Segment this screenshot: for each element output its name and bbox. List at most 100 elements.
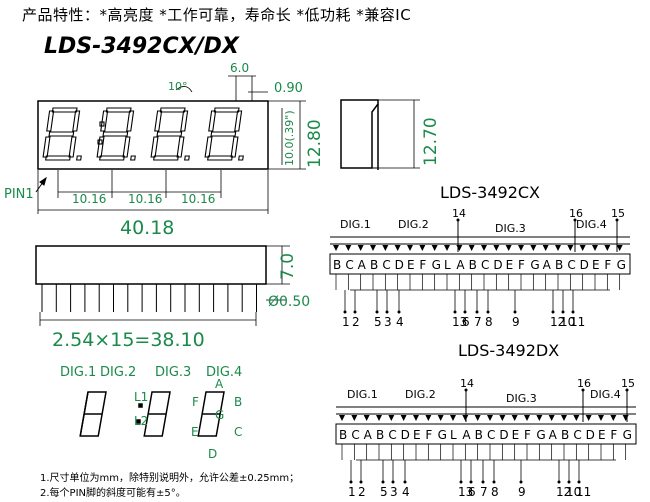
digit-1-segment <box>68 136 77 158</box>
circuit-1-top-pin-3: 15 <box>611 207 625 220</box>
circuit-1-dig-1: DIG.1 <box>340 218 371 231</box>
circuit-1-seg: A <box>543 258 552 272</box>
circuit-1-pin: 7 <box>474 315 482 329</box>
pin-span: 2.54×15=38.10 <box>52 329 205 351</box>
diode <box>573 415 580 421</box>
circuit-1-seg: C <box>481 258 489 272</box>
circuit-2-pin: 7 <box>480 485 488 499</box>
digit-4-segment <box>230 136 239 158</box>
pin-dot <box>567 480 571 484</box>
digit-2-segment <box>99 155 125 161</box>
digit-2-segment <box>122 136 131 158</box>
diode <box>339 415 345 421</box>
pin-dot <box>397 310 401 314</box>
pin-dot <box>571 310 575 314</box>
digit-3-segment <box>153 155 179 161</box>
circuit-2-pin: 6 <box>468 485 476 499</box>
circuit-1-pin: 4 <box>396 315 404 329</box>
diode <box>548 415 555 421</box>
circuit-1-seg: G <box>530 258 539 272</box>
pin-dot <box>561 310 565 314</box>
diode <box>530 245 537 251</box>
digit-1-dp <box>76 155 82 161</box>
circuit-1-seg: F <box>419 258 426 272</box>
diode <box>474 415 481 421</box>
diode <box>536 415 543 421</box>
diode <box>419 245 426 251</box>
circuit-1-pin: 1 <box>342 315 350 329</box>
circuit-2-title: LDS-3492DX <box>458 341 559 360</box>
pin-dot <box>557 480 561 484</box>
seg-digit-3-outline <box>143 391 171 437</box>
seg-dig-4: DIG.4 <box>206 365 242 380</box>
diode <box>363 415 370 421</box>
segment-box <box>335 423 637 445</box>
diode <box>407 245 413 251</box>
pin-dot <box>513 310 517 314</box>
diode <box>437 415 444 421</box>
circuit-1-dig-3: DIG.3 <box>495 222 526 235</box>
diode <box>524 415 530 421</box>
circuit-1-seg: D <box>580 258 589 272</box>
seg-dig-3: DIG.3 <box>155 365 191 380</box>
circuit-1-pin: 10 <box>560 315 575 329</box>
circuit-2-seg: B <box>339 428 347 442</box>
diode <box>413 415 419 421</box>
circuit-2-seg: F <box>524 428 531 442</box>
pin-dot <box>385 310 389 314</box>
circuit-2-pin: 2 <box>358 485 366 499</box>
circuit-2-seg: L <box>450 428 457 442</box>
pin-dot <box>581 388 585 392</box>
circuit-2-seg: E <box>598 428 606 442</box>
diode <box>610 415 617 421</box>
note-1: 1.尺寸单位为mm，除特别说明外，允许公差±0.25mm； <box>40 471 299 484</box>
diode <box>382 245 389 251</box>
digit-2-segment <box>105 107 132 113</box>
pin-dot <box>573 218 577 222</box>
circuit-2-seg: C <box>573 428 581 442</box>
circuit-2-seg: G <box>623 428 632 442</box>
colon-top <box>99 121 105 127</box>
circuit-2-pin: 1 <box>348 485 356 499</box>
diode <box>511 415 518 421</box>
diode <box>499 415 506 421</box>
diode <box>456 245 463 251</box>
seg-c: C <box>234 425 242 439</box>
digit-2 <box>96 107 136 161</box>
circuit-2-seg: C <box>487 428 495 442</box>
diode <box>462 415 469 421</box>
seg-dig-1: DIG.1 <box>60 365 96 380</box>
pin-dot <box>381 480 385 484</box>
digit-4-segment <box>207 155 233 161</box>
diode <box>481 245 487 251</box>
circuit-2-top-pin-2: 16 <box>577 377 591 390</box>
dim-width-top: 6.0 <box>230 61 249 75</box>
circuit-1-title: LDS-3492CX <box>440 183 540 202</box>
display-body <box>37 100 269 170</box>
diode <box>370 245 376 251</box>
diode <box>622 415 629 421</box>
diode <box>505 245 512 251</box>
circuit-1-seg: C <box>345 258 353 272</box>
pitch-1: 10.16 <box>72 192 106 206</box>
digit-3 <box>150 107 190 161</box>
digit-2-segment <box>126 110 135 132</box>
diode <box>376 415 382 421</box>
circuit-1-seg: L <box>444 258 451 272</box>
digit-1-segment <box>42 136 51 158</box>
seg-d: D <box>208 447 217 461</box>
digit-4-segment <box>210 131 237 137</box>
digit-4-segment <box>208 110 217 132</box>
circuit-1-seg: B <box>370 258 378 272</box>
pin-dot <box>463 310 467 314</box>
circuit-2-dig-1: DIG.1 <box>347 388 378 401</box>
pin-dot <box>453 310 457 314</box>
pin-dot <box>475 310 479 314</box>
diode <box>542 245 549 251</box>
digit-4-segment <box>204 136 213 158</box>
note-2: 2.每个PIN脚的斜度可能有±5°。 <box>40 486 186 499</box>
pin-dot <box>403 480 407 484</box>
circuit-2-seg: F <box>425 428 432 442</box>
